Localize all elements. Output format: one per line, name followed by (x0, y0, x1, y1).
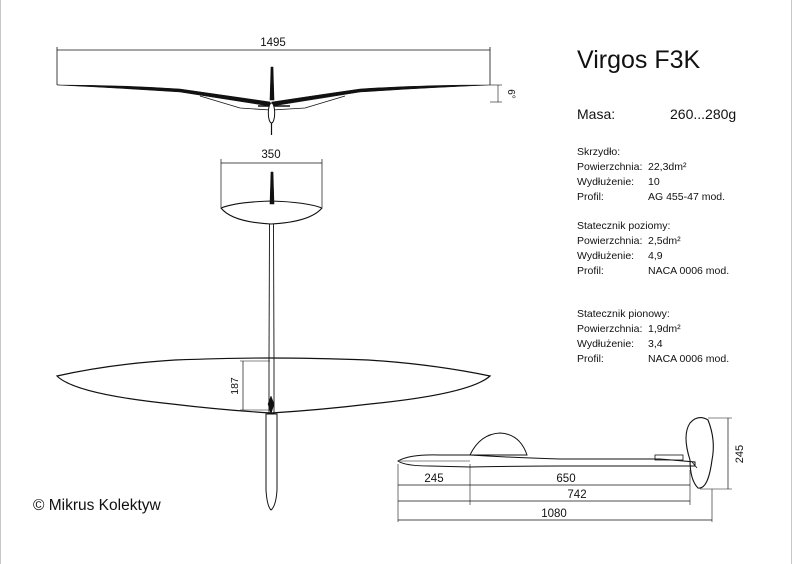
vertical-stabilizer-specs: Statecznik pionowy: Powierzchnia:1,9dm² … (577, 307, 729, 367)
dim-stab-span: 350 (261, 149, 280, 161)
spec-row: Profil: AG 455-47 mod. (577, 190, 725, 205)
main-wing (55, 357, 492, 414)
mass-value: 260...280g (670, 106, 737, 122)
horizontal-stabilizer (220, 200, 323, 225)
spec-value: 4,9 (648, 250, 663, 262)
horizontal-stabilizer-specs: Statecznik poziomy: Powierzchnia:2,5dm² … (577, 219, 729, 279)
front-wing-left (56, 84, 271, 107)
spec-value: 2,5dm² (648, 235, 681, 247)
spec-row: Powierzchnia: 2,5dm² (577, 234, 729, 249)
tail-boom-left (268, 223, 270, 361)
front-fuselage (267, 102, 276, 124)
spec-heading: Skrzydło: (577, 146, 621, 158)
side-wing-root (469, 432, 528, 456)
spec-row: Powierzchnia: 1,9dm² (577, 322, 729, 337)
spec-key: Wydłużenie: (577, 338, 635, 350)
spec-value: 3,4 (648, 338, 663, 350)
top-view (55, 159, 492, 511)
side-view (397, 417, 732, 522)
model-title: Virgos F3K (577, 46, 701, 74)
spec-key: Powierzchnia: (577, 235, 643, 247)
tail-boom-right (273, 223, 275, 361)
page-border-left (0, 0, 1, 564)
dim-nose-tail: 742 (567, 489, 586, 501)
spec-key: Powierzchnia: (577, 323, 643, 335)
spec-value: AG 455-47 mod. (648, 191, 726, 203)
front-view (56, 47, 502, 135)
spec-row: Powierzchnia: 22,3dm² (577, 160, 725, 175)
spec-key: Profil: (577, 265, 604, 277)
spec-row: Wydłużenie: 3,4 (577, 337, 729, 352)
wing-specs: Skrzydło: Powierzchnia: 22,3dm² Wydłużeni… (577, 145, 725, 205)
spec-value: NACA 0006 mod. (648, 353, 730, 365)
dim-wing-tail: 650 (556, 473, 575, 485)
spec-key: Powierzchnia: (577, 161, 643, 173)
dim-nose-wing: 245 (424, 473, 443, 485)
vertical-fin (685, 417, 714, 489)
spec-value: 22,3dm² (648, 161, 687, 173)
mass-label: Masa: (577, 106, 616, 122)
spec-row: Wydłużenie: 4,9 (577, 249, 729, 264)
copyright-notice: © Mikrus Kolektyw (33, 497, 161, 514)
dim-root-chord: 187 (229, 377, 241, 395)
top-fuselage (265, 413, 278, 511)
spec-row: Profil: NACA 0006 mod. (577, 264, 729, 279)
spec-key: Wydłużenie: (577, 176, 635, 188)
spec-heading: Statecznik pionowy: (577, 308, 670, 320)
spec-row: Wydłużenie: 10 (577, 175, 725, 190)
spec-key: Profil: (577, 191, 604, 203)
spec-value: 1,9dm² (648, 323, 681, 335)
top-fin (269, 171, 275, 205)
spec-heading: Statecznik poziomy: (577, 220, 671, 232)
dim-wingspan: 1495 (260, 37, 286, 49)
front-wing-right (271, 84, 491, 107)
front-fin (269, 66, 275, 101)
page-border-right (791, 0, 792, 564)
dim-fin-height: 245 (734, 445, 746, 463)
side-fuselage (397, 454, 696, 468)
spec-key: Profil: (577, 353, 604, 365)
spec-value: 10 (648, 176, 660, 188)
dim-dihedral: 6° (505, 89, 516, 99)
spec-value: NACA 0006 mod. (648, 265, 730, 277)
spec-row: Profil: NACA 0006 mod. (577, 352, 729, 367)
spec-key: Wydłużenie: (577, 250, 635, 262)
dim-length: 1080 (541, 508, 567, 520)
